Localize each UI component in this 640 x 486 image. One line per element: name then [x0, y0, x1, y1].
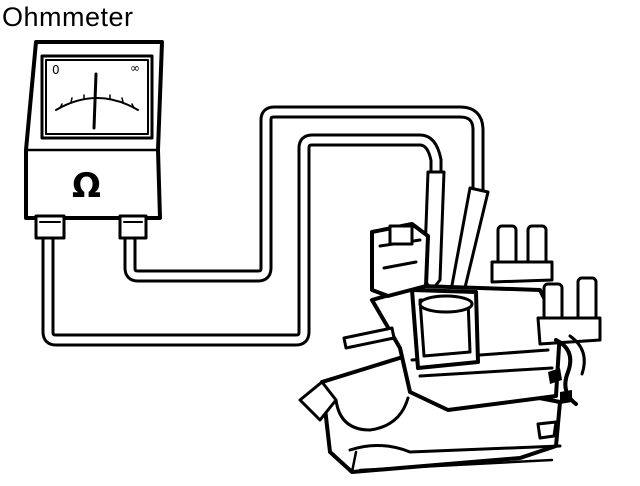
zero-mark: 0	[52, 63, 60, 77]
lead-cables	[41, 105, 485, 347]
infinity-mark: ∞	[130, 61, 140, 75]
distributor-assembly	[298, 222, 602, 474]
ohmmeter-label: Ohmmeter	[2, 2, 134, 32]
ohmmeter: 0 ∞ Ω	[24, 40, 164, 240]
left-terminal	[34, 214, 66, 240]
omega-symbol: Ω	[72, 166, 101, 206]
right-terminal	[118, 214, 148, 240]
